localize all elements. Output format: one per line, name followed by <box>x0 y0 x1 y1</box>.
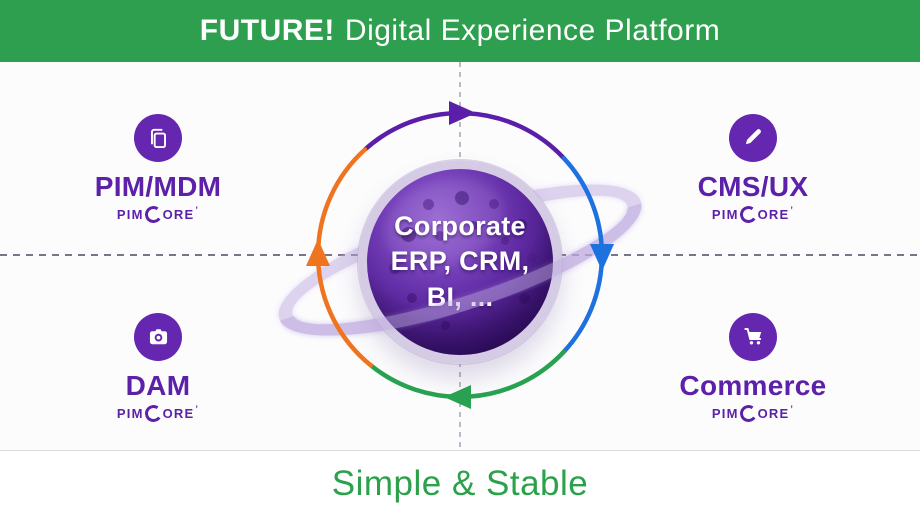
copy-icon <box>134 114 182 162</box>
trademark-mark: ’ <box>195 204 200 215</box>
arc-top <box>362 110 567 161</box>
page-title: FUTURE! Digital Experience Platform <box>200 14 720 48</box>
trademark-mark: ’ <box>195 403 200 414</box>
footer: Simple & Stable <box>0 450 920 517</box>
wordmark-post: ORE <box>757 405 790 421</box>
quadrant-cms-ux: CMS/UX PIM ORE’ <box>643 114 863 224</box>
pimcore-logo: PIM ORE’ <box>711 204 795 224</box>
wordmark-pre: PIM <box>116 405 144 421</box>
cart-icon <box>729 313 777 361</box>
pimcore-c-icon <box>143 204 163 224</box>
footer-caption: Simple & Stable <box>331 464 589 503</box>
pimcore-c-icon <box>143 403 163 423</box>
quadrant-commerce: Commerce PIM ORE’ <box>643 313 863 423</box>
camera-icon <box>134 313 182 361</box>
wordmark-pre: PIM <box>711 405 739 421</box>
quadrant-label: CMS/UX <box>697 171 809 202</box>
trademark-mark: ’ <box>790 204 795 215</box>
quadrant-dam: DAM PIM ORE’ <box>48 313 268 423</box>
pimcore-logo: PIM ORE’ <box>116 204 200 224</box>
trademark-mark: ’ <box>790 403 795 414</box>
quadrant-label: PIM/MDM <box>94 171 222 202</box>
wordmark-post: ORE <box>757 206 790 222</box>
pimcore-logo: PIM ORE’ <box>116 403 200 423</box>
pimcore-c-icon <box>738 403 758 423</box>
arrow-top-icon <box>449 101 476 125</box>
quadrant-pim-mdm: PIM/MDM PIM ORE’ <box>48 114 268 224</box>
wordmark-pre: PIM <box>116 206 144 222</box>
quadrant-label: Commerce <box>679 370 827 401</box>
wordmark-post: ORE <box>162 206 195 222</box>
pimcore-c-icon <box>738 204 758 224</box>
title-rest: Digital Experience Platform <box>344 14 721 47</box>
wordmark-post: ORE <box>162 405 195 421</box>
quadrant-label: DAM <box>125 370 191 401</box>
pimcore-logo: PIM ORE’ <box>711 403 795 423</box>
wordmark-pre: PIM <box>711 206 739 222</box>
title-emphasis: FUTURE! <box>199 14 335 47</box>
header-banner: FUTURE! Digital Experience Platform <box>0 0 920 62</box>
core-systems-label: Corporate ERP, CRM, BI, ... <box>390 211 530 312</box>
arrow-bottom-icon <box>444 385 471 409</box>
pencil-icon <box>729 114 777 162</box>
arrow-left-icon <box>306 239 330 266</box>
